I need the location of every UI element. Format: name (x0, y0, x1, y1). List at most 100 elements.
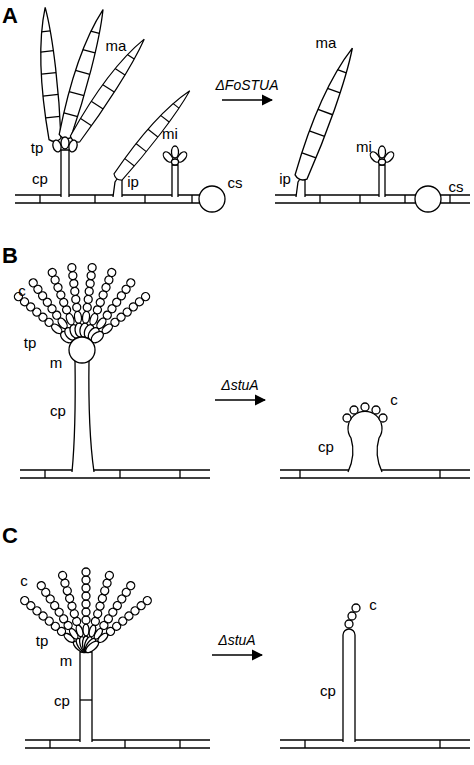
macroconidium (293, 44, 357, 182)
microconidium (379, 146, 386, 158)
conidium (343, 414, 351, 422)
chlamydospore (415, 186, 441, 212)
part-label: cp (318, 439, 334, 454)
hypha (280, 747, 470, 748)
hypha (319, 195, 320, 203)
conidium (345, 604, 360, 628)
hypha (20, 469, 210, 470)
conidium (345, 620, 353, 628)
hypha (20, 477, 210, 478)
conidiophore (343, 629, 355, 742)
hypha (439, 470, 440, 478)
part-label: mi (356, 139, 372, 154)
part-label: m (60, 653, 73, 668)
conidiophore (61, 150, 69, 197)
conidium (352, 604, 360, 612)
hypha (280, 477, 470, 478)
conidiophore (113, 178, 122, 197)
hypha (25, 740, 210, 748)
hypha (280, 739, 470, 740)
hypha (449, 195, 450, 203)
conidiophore (72, 360, 94, 472)
microconidium (172, 159, 179, 165)
hypha (15, 202, 225, 203)
hypha (124, 740, 125, 748)
macroconidium (293, 44, 357, 182)
phialide (68, 139, 79, 153)
phialide (61, 137, 69, 149)
conidiophore (343, 629, 355, 742)
chlamydospore (415, 186, 441, 212)
part-label: c (390, 392, 398, 407)
conidium (372, 406, 380, 414)
mutation-arrow (222, 99, 272, 101)
mutation-arrow (212, 655, 262, 656)
penicillus (83, 595, 152, 655)
macroconidium (34, 7, 64, 142)
hypha (304, 740, 305, 748)
part-label: tp (24, 335, 37, 350)
conidium (379, 414, 387, 422)
hypha (191, 195, 192, 203)
conidiophore (80, 699, 92, 700)
part-label: tp (31, 140, 44, 155)
part-label: cp (320, 683, 336, 698)
conidiophore (72, 360, 94, 472)
hypha (179, 470, 180, 478)
part-label: ip (127, 174, 139, 189)
hypha (94, 195, 95, 203)
conidiophore (80, 652, 92, 742)
hypha (25, 747, 210, 748)
conidial-head (12, 263, 151, 363)
part-label: cs (228, 175, 243, 190)
hypha (280, 740, 470, 748)
hypha (404, 195, 405, 203)
panel-letter: A (2, 5, 18, 27)
part-label: c (18, 283, 26, 298)
hypha (20, 470, 210, 478)
macroconidium (68, 33, 147, 145)
microconidium (161, 146, 188, 165)
chlamydospore (199, 186, 225, 212)
hypha (44, 470, 45, 478)
mutation-label: ΔstuA (218, 633, 255, 647)
part-label: cp (32, 171, 48, 186)
part-label: ma (316, 35, 337, 50)
conidiophore (379, 165, 385, 197)
macroconidium (34, 7, 193, 183)
chlamydospore (199, 186, 225, 212)
conidium (361, 403, 369, 411)
penicillus (19, 568, 153, 655)
part-label: cp (54, 693, 70, 708)
microconidium (172, 146, 179, 158)
panel-letter: C (2, 525, 18, 547)
conidiophore (172, 165, 178, 197)
hypha (39, 195, 40, 203)
panel-letter: B (2, 245, 18, 267)
mutation-arrow (212, 654, 262, 656)
part-label: tp (36, 633, 49, 648)
conidiophore (80, 652, 92, 742)
conidial-head (89, 291, 151, 345)
conidiophore (296, 178, 305, 197)
microconidium (368, 146, 395, 165)
conidiophore (348, 411, 382, 472)
part-label: cp (50, 403, 66, 418)
hypha (359, 195, 360, 203)
part-label: cs (449, 179, 464, 194)
macroconidium (112, 85, 193, 183)
hypha (25, 739, 210, 740)
hypha (299, 470, 300, 478)
hypha (49, 740, 50, 748)
hypha (179, 740, 180, 748)
part-label: c (369, 597, 377, 612)
part-label: ma (106, 38, 127, 53)
part-label: ip (279, 171, 291, 186)
mutation-label: ΔFoSTUA (215, 78, 278, 92)
mutation-arrow (222, 100, 272, 101)
part-label: mi (162, 126, 178, 141)
mutation-arrow (215, 399, 265, 401)
hypha (439, 740, 440, 748)
part-label: m (50, 355, 63, 370)
